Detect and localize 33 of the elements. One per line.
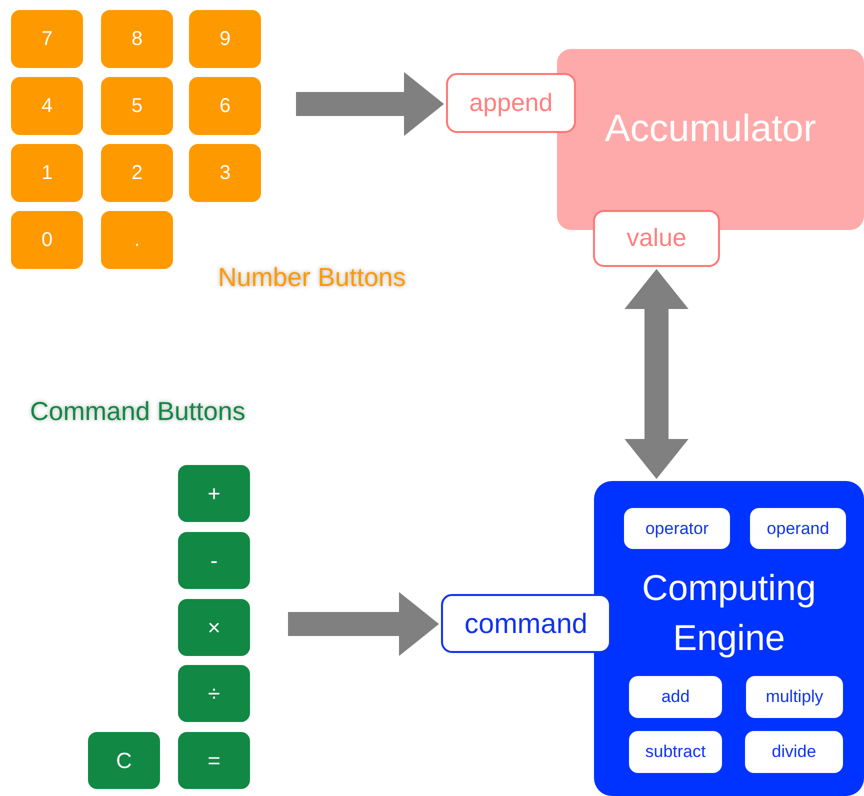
group-label: Number Buttons [218, 262, 406, 293]
number-key: . [101, 211, 173, 269]
command-key: × [178, 599, 250, 656]
block-arrow [296, 72, 444, 136]
number-key: 9 [189, 10, 261, 68]
command-key: = [178, 732, 250, 789]
method-tag: value [593, 210, 720, 267]
number-key: 7 [11, 10, 83, 68]
command-key: + [178, 465, 250, 522]
number-key: 5 [101, 77, 173, 135]
field-tag: divide [745, 731, 843, 773]
number-key: 6 [189, 77, 261, 135]
command-key: C [88, 732, 160, 789]
block-arrow [624, 269, 688, 479]
method-tag: append [446, 73, 576, 133]
field-tag: add [629, 676, 722, 718]
engine-title: Computing Engine [640, 566, 818, 660]
field-tag: operand [750, 508, 846, 549]
number-key: 2 [101, 144, 173, 202]
group-label: Command Buttons [30, 396, 246, 427]
field-tag: operator [624, 508, 730, 549]
number-key: 8 [101, 10, 173, 68]
engine-box [594, 481, 864, 796]
block-arrow [288, 592, 439, 656]
command-key: - [178, 532, 250, 589]
command-key: ÷ [178, 665, 250, 722]
field-tag: subtract [629, 731, 722, 773]
number-key: 1 [11, 144, 83, 202]
number-key: 3 [189, 144, 261, 202]
method-tag: command [441, 594, 611, 653]
field-tag: multiply [746, 676, 843, 718]
number-key: 4 [11, 77, 83, 135]
number-key: 0 [11, 211, 83, 269]
